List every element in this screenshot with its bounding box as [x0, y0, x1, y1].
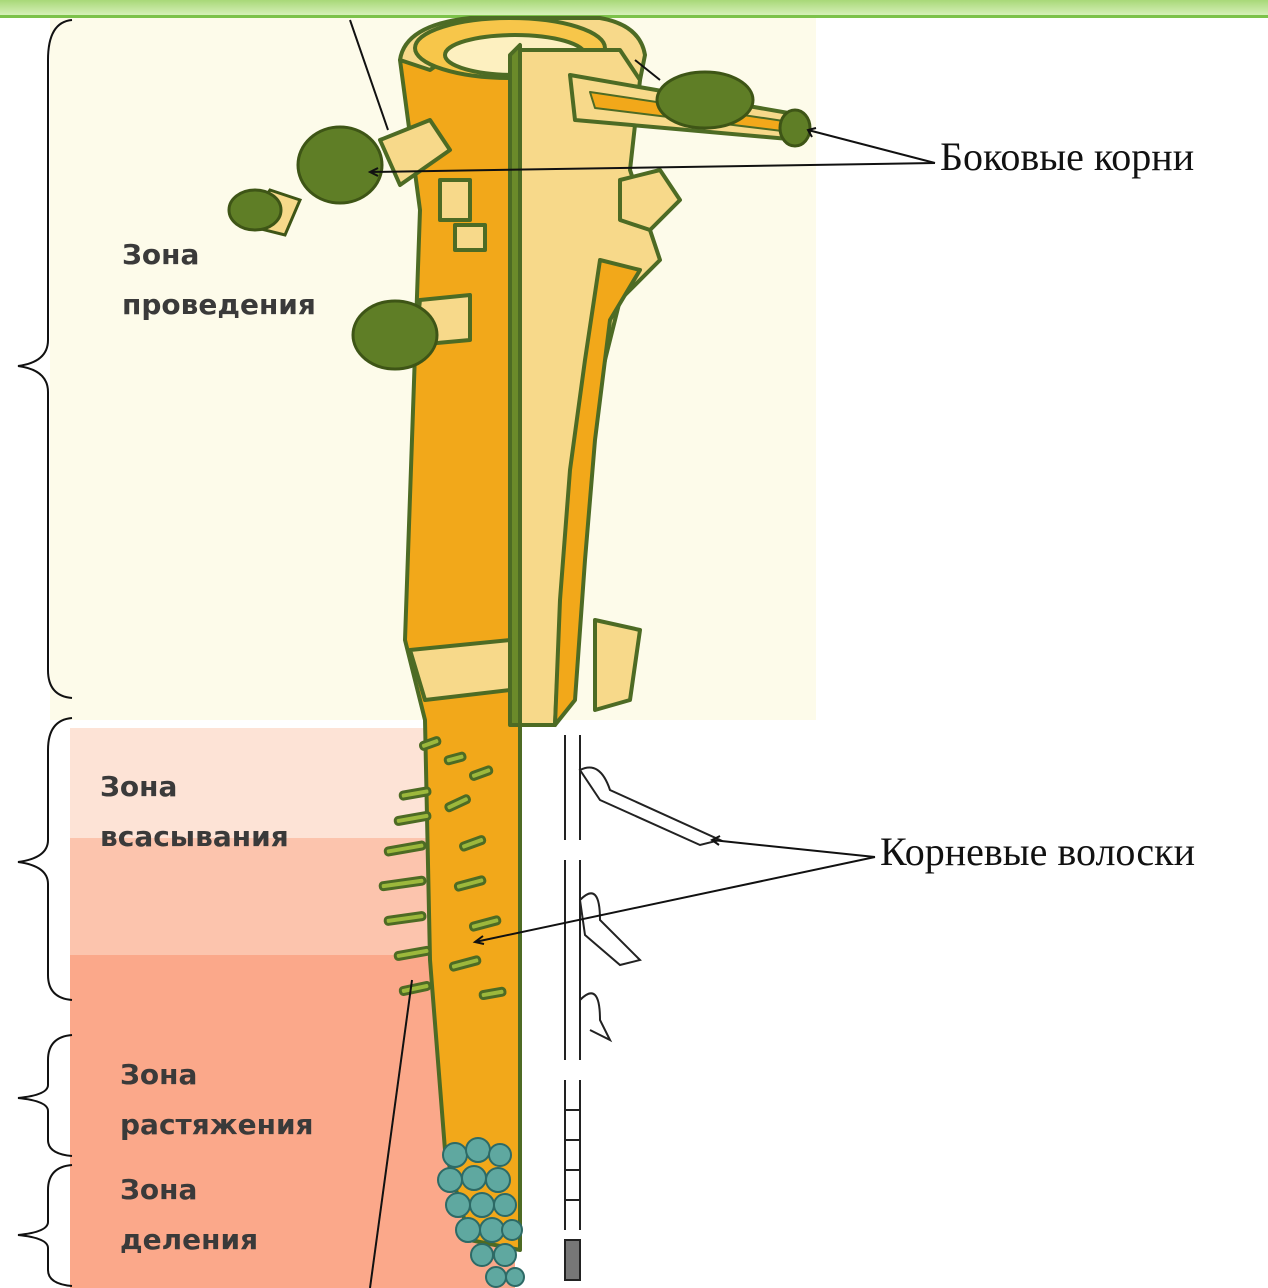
bracket-conduction — [18, 20, 72, 698]
label-zone-conduction: Зона проведения — [122, 230, 316, 330]
label-zone-division-line1: Зона — [120, 1165, 258, 1215]
bracket-absorption — [18, 718, 72, 1000]
label-zone-extension-line1: Зона — [120, 1050, 314, 1100]
callout-lateral-roots: Боковые корни — [940, 133, 1194, 180]
label-zone-conduction-line1: Зона — [122, 230, 316, 280]
label-zone-extension: Зона растяжения — [120, 1050, 314, 1150]
bracket-extension — [18, 1035, 72, 1156]
callout-root-hairs: Корневые волоски — [880, 828, 1195, 875]
label-zone-division-line2: деления — [120, 1215, 258, 1265]
label-zone-absorption-line1: Зона — [100, 762, 289, 812]
label-zone-conduction-line2: проведения — [122, 280, 316, 330]
label-zone-absorption-line2: всасывания — [100, 812, 289, 862]
root-body — [380, 18, 800, 1250]
root-hair-cell-drawings — [565, 735, 720, 1280]
label-zone-absorption: Зона всасывания — [100, 762, 289, 862]
bracket-division — [18, 1165, 72, 1286]
zone-brackets — [18, 20, 72, 1286]
label-zone-extension-line2: растяжения — [120, 1100, 314, 1150]
label-zone-division: Зона деления — [120, 1165, 258, 1265]
